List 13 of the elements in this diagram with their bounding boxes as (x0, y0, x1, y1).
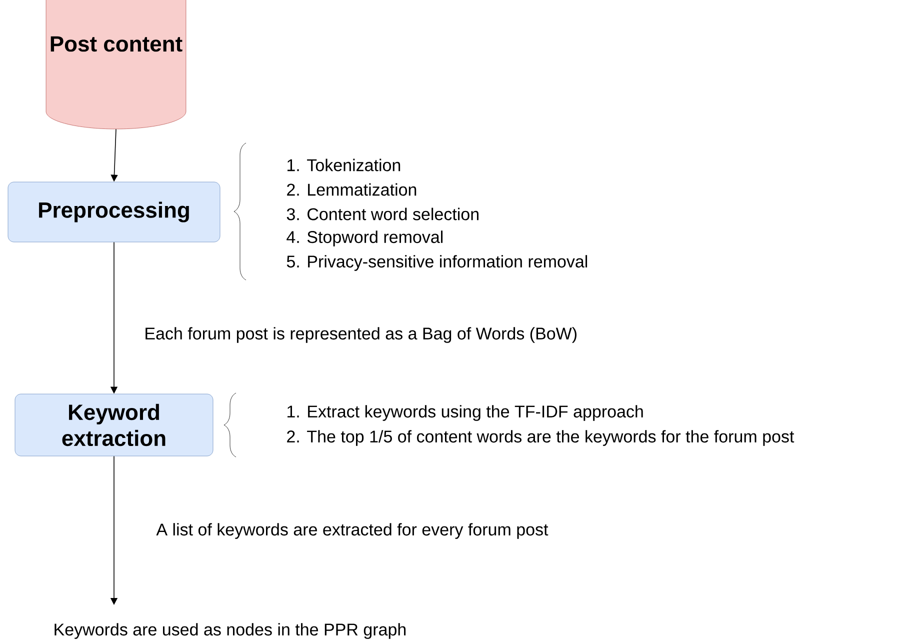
list-item: 5. Privacy-sensitive information removal (286, 255, 588, 271)
edge-label: A list of keywords are extracted for every forum post (155, 522, 550, 540)
list-item: 1. Extract keywords using the TF-IDF approach (288, 405, 643, 421)
process-box: Keyword extraction (14, 394, 214, 456)
process-box: Preprocessing (8, 182, 220, 242)
list-item: 3. Content word selection (286, 208, 478, 220)
edge-label: Each forum post is represented as a Bag of Words (BoW) (143, 326, 579, 344)
list-item: 2. The top 1/5 of content words are the keywords for the forum post (287, 430, 794, 446)
list-item: 2. Lemmatization (287, 183, 416, 196)
list-item: 1. Tokenization (288, 158, 400, 172)
database-cylinder: Post content (46, 0, 186, 130)
output-text: Keywords are used as nodes in the PPR graph (54, 623, 406, 639)
list-item: 4. Stopword removal (286, 230, 443, 246)
